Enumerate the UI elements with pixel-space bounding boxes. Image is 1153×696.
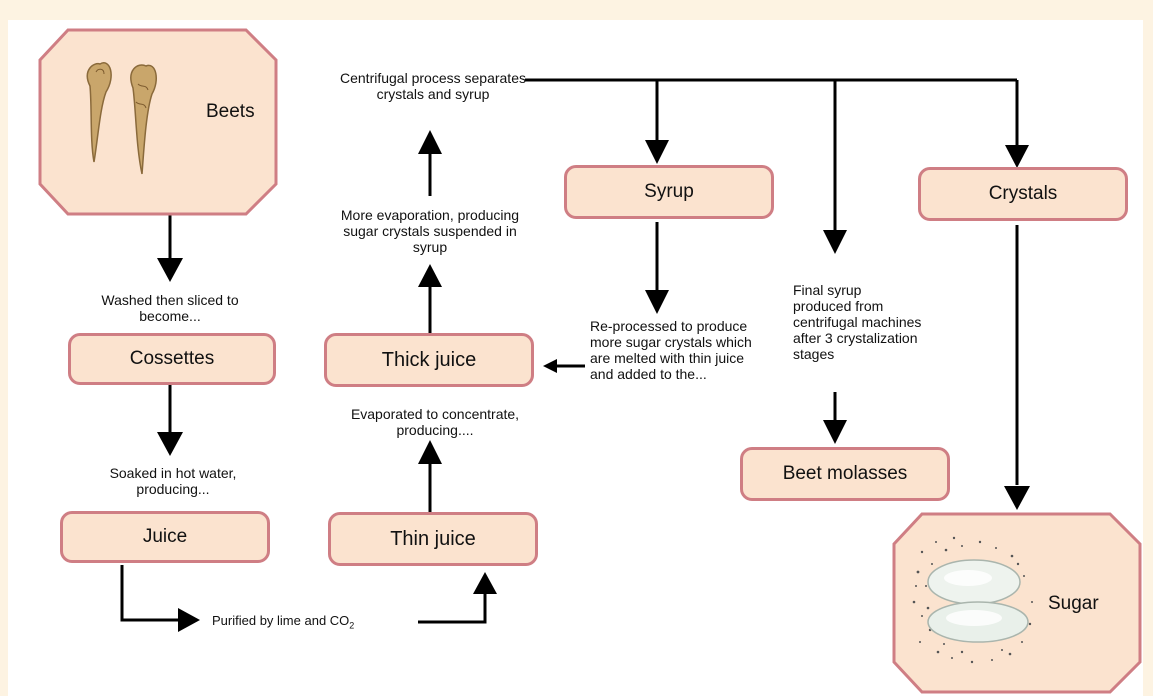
node-cossettes: Cossettes bbox=[68, 333, 276, 385]
node-juice: Juice bbox=[60, 511, 270, 563]
node-crystals: Crystals bbox=[918, 167, 1128, 221]
node-thin-juice: Thin juice bbox=[328, 512, 538, 566]
label-centrifugal: Centrifugal process separates crystals a… bbox=[340, 70, 526, 102]
arrowhead-down bbox=[823, 230, 847, 254]
arrowhead-down bbox=[157, 432, 183, 456]
node-syrup-label: Syrup bbox=[644, 181, 694, 202]
sugar-illustration bbox=[912, 536, 1033, 664]
label-reprocessed: Re-processed to produce more sugar cryst… bbox=[590, 318, 752, 382]
arrowhead-right bbox=[178, 608, 200, 632]
arrowhead-down bbox=[645, 290, 669, 314]
arrowhead-down bbox=[1005, 145, 1029, 168]
node-cossettes-label: Cossettes bbox=[129, 348, 215, 369]
label-purified: Purified by lime and CO2 bbox=[212, 613, 354, 634]
node-beets-label: Beets bbox=[206, 101, 255, 122]
node-syrup: Syrup bbox=[564, 165, 774, 219]
label-final-syrup: Final syrup produced from centrifugal ma… bbox=[793, 282, 922, 362]
arrowhead-up bbox=[418, 264, 442, 287]
node-crystals-label: Crystals bbox=[988, 183, 1058, 204]
connector-juice-to-purified bbox=[120, 565, 180, 622]
label-purified-subscript: 2 bbox=[349, 620, 355, 631]
node-thin-juice-label: Thin juice bbox=[390, 527, 476, 550]
arrowhead-down bbox=[823, 420, 847, 444]
arrowhead-up bbox=[418, 440, 442, 464]
arrowhead-down bbox=[157, 258, 183, 282]
node-sugar-label: Sugar bbox=[1048, 593, 1099, 614]
arrowhead-up bbox=[418, 130, 442, 154]
label-evaporated: Evaporated to concentrate, producing.... bbox=[350, 406, 520, 438]
label-soaked: Soaked in hot water, producing... bbox=[109, 465, 237, 497]
node-thick-juice-label: Thick juice bbox=[381, 348, 477, 371]
label-more-evaporation: More evaporation, producing sugar crysta… bbox=[340, 207, 520, 255]
node-beet-molasses-label: Beet molasses bbox=[782, 463, 908, 484]
label-washed: Washed then sliced to become... bbox=[101, 292, 239, 324]
node-juice-label: Juice bbox=[142, 526, 188, 547]
node-thick-juice: Thick juice bbox=[324, 333, 534, 387]
connector-purified-to-thin-juice bbox=[418, 592, 487, 624]
node-beet-molasses: Beet molasses bbox=[740, 447, 950, 501]
sugar-node bbox=[892, 512, 1142, 694]
arrowhead-down bbox=[1004, 486, 1030, 510]
arrowhead-left bbox=[543, 359, 557, 373]
beets-node bbox=[38, 28, 278, 216]
beet-illustration bbox=[86, 62, 158, 175]
arrowhead-down bbox=[645, 140, 669, 164]
arrowhead-up bbox=[473, 572, 497, 594]
label-purified-text: Purified by lime and CO bbox=[212, 613, 350, 628]
